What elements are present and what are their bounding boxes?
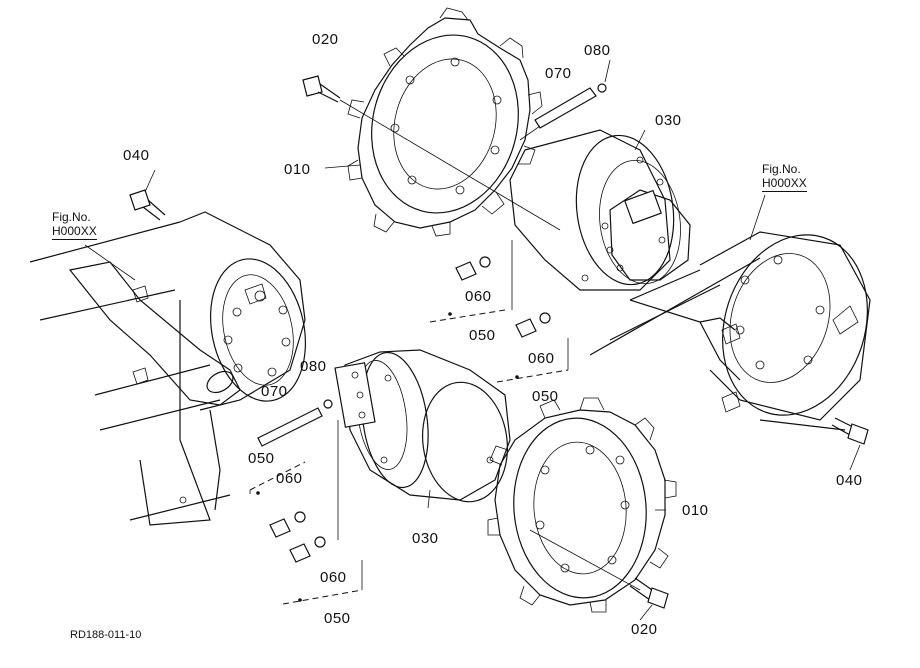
label-010-bottom-sprocket: 010 bbox=[682, 502, 709, 519]
left-bolt-040 bbox=[129, 189, 166, 221]
label-060-d: 060 bbox=[320, 569, 347, 586]
group-brackets bbox=[249, 240, 569, 605]
fig-ref-left-label: Fig.No. bbox=[52, 210, 91, 224]
mid-pin-070 bbox=[257, 399, 333, 447]
label-060-a: 060 bbox=[465, 288, 492, 305]
left-track-frame bbox=[29, 211, 307, 526]
top-travel-motor bbox=[509, 129, 691, 291]
bottom-bolt-020 bbox=[529, 529, 669, 609]
label-040-right-bolt: 040 bbox=[836, 472, 863, 489]
label-080-top-oring: 080 bbox=[584, 42, 611, 59]
label-060-c: 060 bbox=[276, 470, 303, 487]
diagram-id: RD188-011-10 bbox=[70, 629, 142, 641]
label-050-b: 050 bbox=[532, 388, 559, 405]
bottom-sprocket bbox=[487, 397, 677, 613]
label-070-top-pin: 070 bbox=[545, 65, 572, 82]
fig-ref-right-label: Fig.No. bbox=[762, 162, 801, 176]
label-030-bottom-motor: 030 bbox=[412, 530, 439, 547]
right-bolt-040 bbox=[831, 417, 869, 445]
fig-ref-left: Fig.No. H000XX bbox=[52, 210, 97, 240]
fig-ref-right-number: H000XX bbox=[762, 176, 807, 192]
label-050-c: 050 bbox=[248, 450, 275, 467]
top-sprocket bbox=[347, 7, 543, 237]
label-070-mid-pin: 070 bbox=[261, 383, 288, 400]
label-010-top-sprocket: 010 bbox=[284, 161, 311, 178]
label-030-top-motor: 030 bbox=[655, 112, 682, 129]
label-040-left-bolt: 040 bbox=[123, 147, 150, 164]
fig-ref-left-number: H000XX bbox=[52, 224, 97, 240]
right-track-frame bbox=[589, 231, 871, 431]
fig-ref-right: Fig.No. H000XX bbox=[762, 162, 807, 192]
top-pin-070 bbox=[519, 83, 607, 141]
label-080-mid-oring: 080 bbox=[300, 358, 327, 375]
bottom-travel-motor bbox=[334, 349, 511, 503]
top-bolt-020 bbox=[302, 75, 561, 231]
leader-lines bbox=[84, 59, 861, 621]
fittings bbox=[269, 256, 551, 563]
label-050-d: 050 bbox=[324, 610, 351, 627]
label-020-bottom-bolt: 020 bbox=[631, 621, 658, 638]
label-060-b: 060 bbox=[528, 350, 555, 367]
label-050-a: 050 bbox=[469, 327, 496, 344]
label-020-top-bolt: 020 bbox=[312, 31, 339, 48]
